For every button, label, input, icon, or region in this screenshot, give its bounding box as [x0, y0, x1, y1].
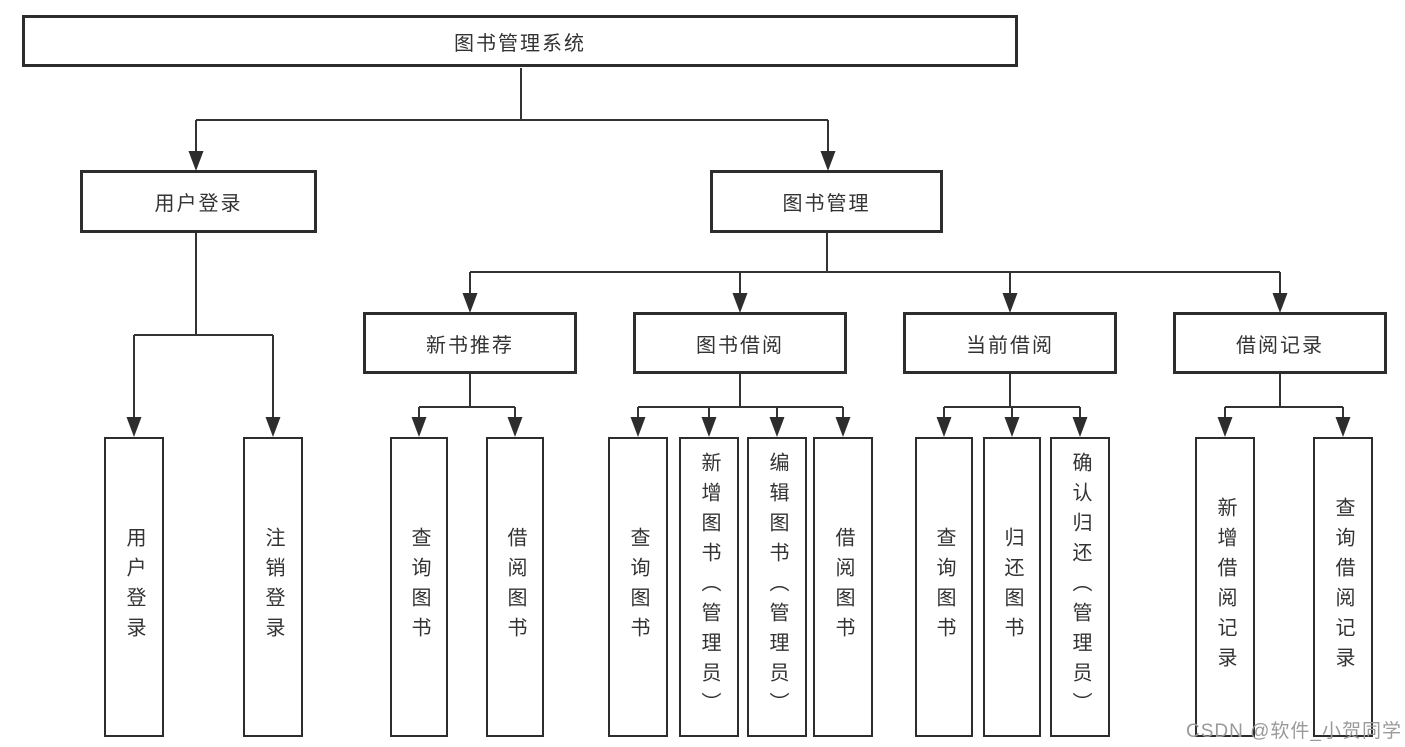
leaf-label: 查询图书	[408, 527, 430, 647]
leaf-return-books: 归还图书	[983, 437, 1041, 737]
node-borrowing-records: 借阅记录	[1173, 312, 1387, 374]
leaf-label: 新增图书（管理员）	[698, 452, 720, 722]
leaf-label: 新增借阅记录	[1214, 497, 1236, 677]
node-label: 新书推荐	[426, 334, 514, 357]
leaf-label: 编辑图书（管理员）	[766, 452, 788, 722]
leaf-label: 查询图书	[627, 527, 649, 647]
leaf-label: 确认归还（管理员）	[1069, 452, 1091, 722]
leaf-user-login: 用户登录	[104, 437, 164, 737]
leaf-confirm-return-admin: 确认归还（管理员）	[1050, 437, 1110, 737]
node-current-borrowing: 当前借阅	[903, 312, 1117, 374]
node-book-borrowing: 图书借阅	[633, 312, 847, 374]
leaf-current-query-books: 查询图书	[915, 437, 973, 737]
node-new-book-recommend: 新书推荐	[363, 312, 577, 374]
leaf-query-borrow-record: 查询借阅记录	[1313, 437, 1373, 737]
node-label: 借阅记录	[1236, 334, 1324, 357]
leaf-label: 归还图书	[1001, 527, 1023, 647]
leaf-label: 借阅图书	[504, 527, 526, 647]
leaf-logout: 注销登录	[243, 437, 303, 737]
node-label: 图书管理	[782, 193, 871, 215]
node-user-login: 用户登录	[80, 170, 317, 233]
node-book-management: 图书管理	[710, 170, 943, 233]
leaf-add-books-admin: 新增图书（管理员）	[679, 437, 739, 737]
node-library-management-system: 图书管理系统	[22, 15, 1018, 67]
leaf-recommend-query-books: 查询图书	[390, 437, 448, 737]
leaf-borrowing-query-books: 查询图书	[608, 437, 668, 737]
node-label: 用户登录	[154, 193, 243, 215]
node-label: 图书管理系统	[454, 32, 586, 55]
leaf-label: 查询图书	[933, 527, 955, 647]
leaf-edit-books-admin: 编辑图书（管理员）	[747, 437, 807, 737]
leaf-label: 借阅图书	[832, 527, 854, 647]
node-label: 当前借阅	[966, 334, 1054, 357]
leaf-label: 注销登录	[262, 527, 284, 647]
csdn-watermark: CSDN @软件_小贺同学	[1186, 721, 1402, 742]
leaf-label: 查询借阅记录	[1332, 497, 1354, 677]
leaf-recommend-borrow-books: 借阅图书	[486, 437, 544, 737]
arrowheads	[126, 151, 1351, 437]
leaf-borrowing-borrow-books: 借阅图书	[813, 437, 873, 737]
node-label: 图书借阅	[696, 334, 784, 357]
leaf-add-borrow-record: 新增借阅记录	[1195, 437, 1255, 737]
leaf-label: 用户登录	[123, 527, 145, 647]
